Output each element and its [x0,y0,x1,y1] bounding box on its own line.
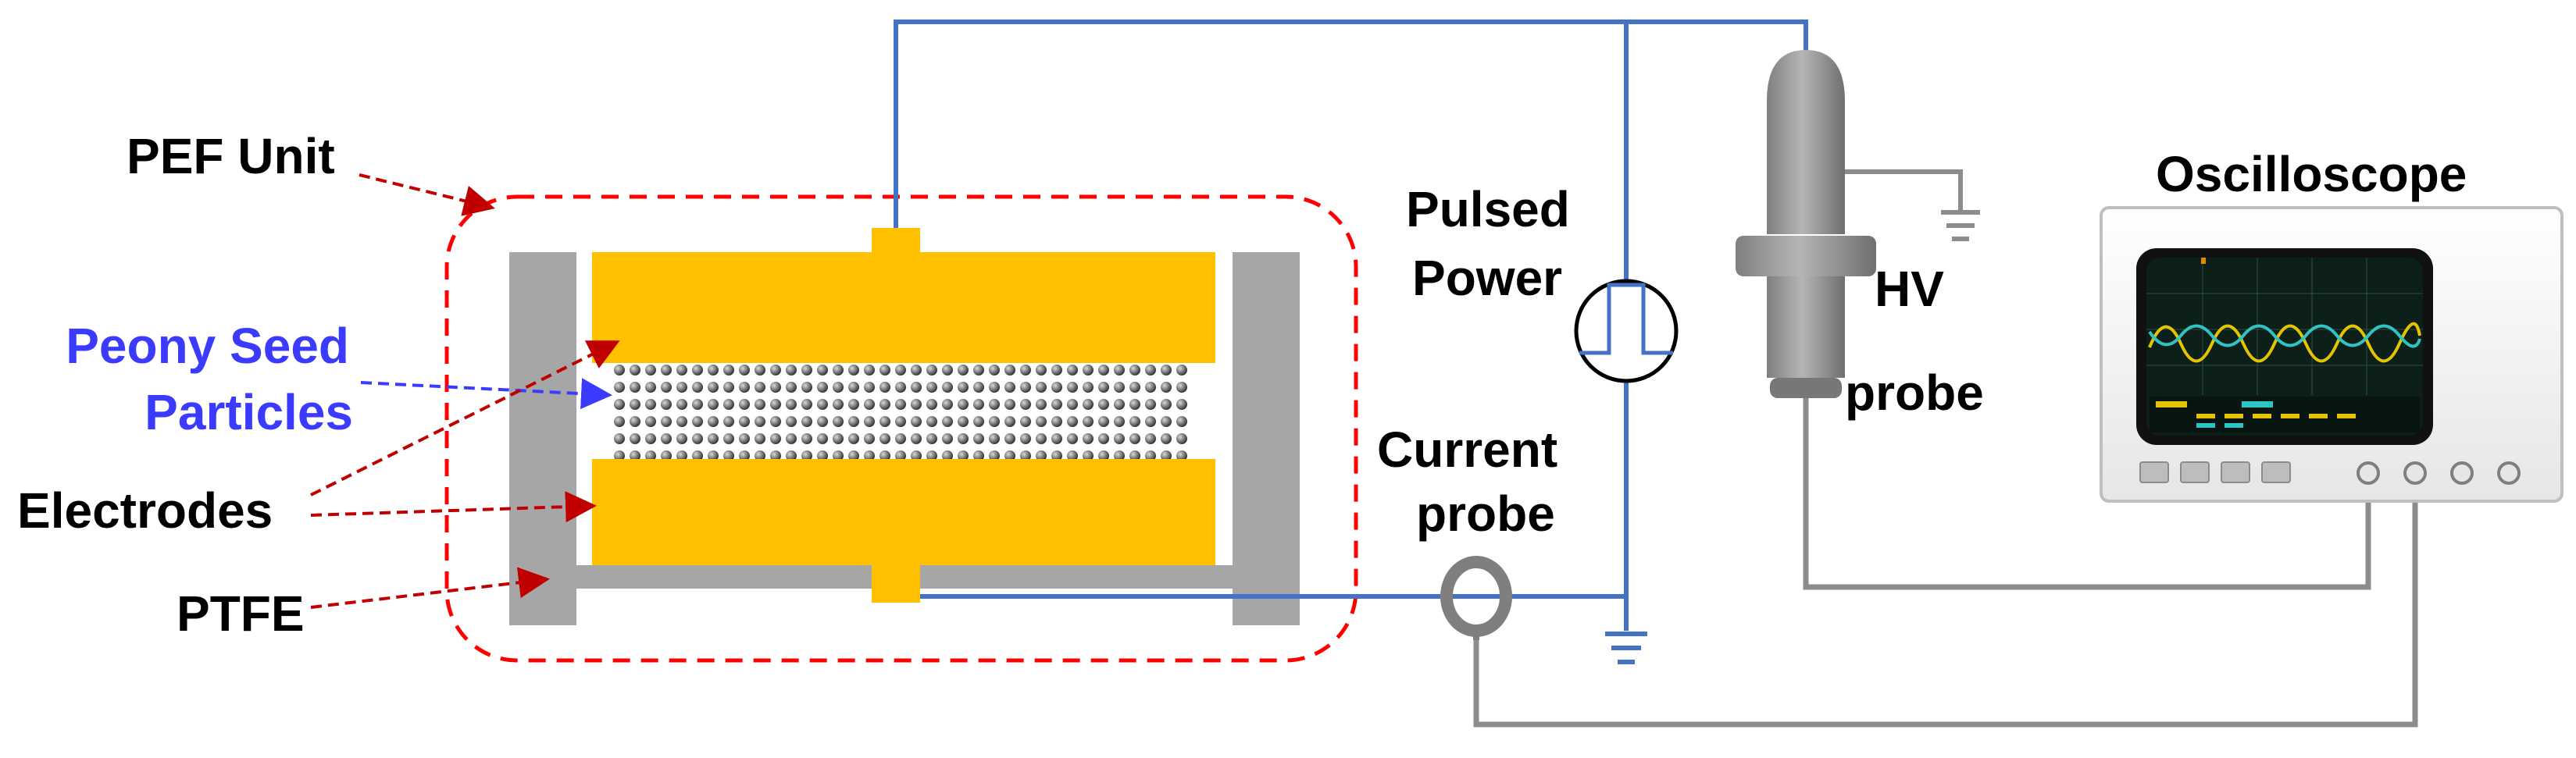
label-seed-line1: Peony Seed [66,318,349,374]
label-pulsed-line2: Power [1412,250,1562,306]
label-current-line2: probe [1416,486,1555,542]
label-electrodes: Electrodes [17,482,273,539]
pef-unit-boundary [444,194,1358,663]
current-probe [1440,556,1512,640]
signal-wiring [1473,398,2418,728]
ground-symbol-bottom [1605,632,1647,664]
label-oscilloscope: Oscilloscope [2156,146,2467,202]
arrow-seeds [360,378,612,410]
label-hv-line1: HV [1875,261,1944,317]
oscilloscope [2100,206,2564,503]
hv-probe [1736,50,1876,398]
label-hv-line2: probe [1845,365,1984,421]
bottom-electrode [592,459,1215,565]
arrow-pef-unit [359,173,495,216]
hv-probe-ground [1845,169,1980,241]
top-electrode-terminal [872,228,920,254]
label-ptfe: PTFE [177,585,305,642]
label-seed-line2: Particles [144,384,353,440]
annotation-arrows [310,173,620,609]
oscilloscope-input-knobs [2357,461,2521,485]
label-current-line1: Current [1377,422,1557,478]
oscilloscope-buttons [2139,461,2291,483]
peony-seed-particles [612,361,1190,459]
pulsed-power-source [1574,279,1679,383]
pef-unit [444,194,1358,663]
oscilloscope-screen [2146,258,2423,436]
oscilloscope-trace-cyan [2148,324,2421,348]
arrow-ptfe [310,567,550,609]
label-pef-unit: PEF Unit [127,128,335,184]
oscilloscope-trace-yellow [2148,322,2421,363]
arrow-electrode-bottom [310,491,597,523]
electrodes [592,228,1215,603]
label-pulsed-line1: Pulsed [1406,181,1570,237]
bottom-electrode-terminal [872,565,920,603]
top-electrode [592,252,1215,363]
arrow-electrode-top [310,340,620,496]
